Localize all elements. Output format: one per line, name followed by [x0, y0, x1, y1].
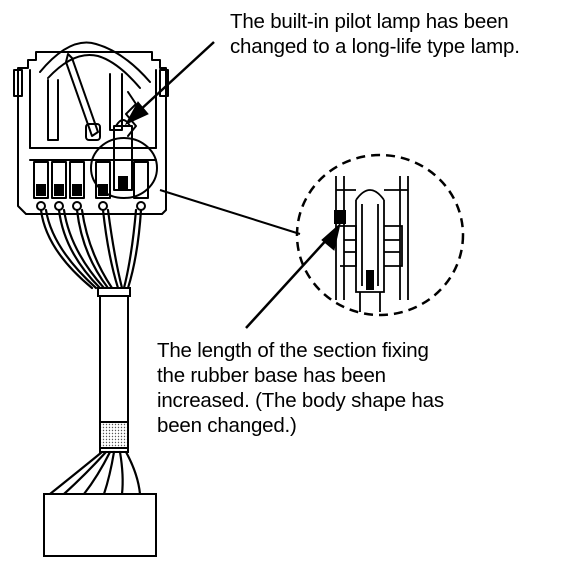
switch-left-tab [13, 69, 23, 97]
rocker-arc-inner [47, 54, 141, 89]
pilot-lamp-bulb [115, 119, 131, 127]
detail-enlargement [295, 153, 465, 317]
terminal-fill-5 [118, 176, 128, 190]
lower-wire-5 [118, 450, 124, 496]
lower-wire-1 [48, 450, 104, 496]
terminal-fill-2 [54, 184, 64, 196]
wire-3 [75, 208, 110, 290]
wire-2 [57, 208, 102, 290]
terminal-screw-4 [98, 201, 108, 211]
internal-post-right [109, 73, 123, 131]
detail-internals [335, 176, 409, 312]
wire-bundle-upper [39, 208, 143, 290]
callout-pilot-lamp-line-2: changed to a long-life type lamp. [230, 35, 520, 58]
detail-lower-terminal [359, 292, 381, 312]
cable-sheath [97, 287, 131, 453]
detail-lamp-inner [361, 204, 379, 286]
detail-circle-dashed [295, 153, 465, 317]
lever-pivot [85, 123, 101, 141]
contact-lever [65, 53, 99, 137]
lower-wire-2 [62, 450, 108, 496]
terminal-block-5 [133, 161, 149, 199]
wire-1 [39, 208, 94, 290]
terminal-screw-3 [72, 201, 82, 211]
leader-arrows [124, 41, 341, 329]
wire-5 [126, 208, 143, 290]
switch-housing-outline [17, 51, 167, 215]
callout-rubber-base-line-3: increased. (The body shape has [157, 389, 444, 412]
lower-wire-4 [102, 450, 116, 496]
callout-pilot-lamp-line-1: The built-in pilot lamp has been [230, 10, 509, 33]
wire-4 [101, 208, 120, 290]
cable-top-collar [97, 287, 131, 297]
internal-post-left [47, 79, 59, 141]
rocker-arc-outer [39, 41, 151, 83]
connector-block [43, 493, 157, 557]
detail-dark-parts [334, 210, 374, 290]
wire-2b [62, 208, 106, 290]
wire-5b [122, 208, 138, 290]
wire-1b [44, 208, 98, 290]
terminal-fill-1 [36, 184, 46, 196]
terminal-block-2 [51, 161, 67, 199]
callout-rubber-base-line-2: the rubber base has been [157, 364, 386, 387]
detail-lamp-top [355, 189, 385, 201]
detail-dark-strip [366, 270, 374, 290]
terminal-block-3 [69, 161, 85, 199]
detail-connector-line [159, 189, 301, 235]
callout-pilot-lamp: The built-in pilot lamp has been changed… [230, 9, 520, 59]
wire-4b [106, 208, 124, 290]
wire-3b [80, 208, 114, 290]
lower-wire-6 [124, 450, 142, 496]
base-arrow-head [321, 222, 341, 251]
switch-inner-frame [29, 69, 157, 149]
detail-base-section [340, 225, 357, 267]
base-arrow-line [245, 235, 331, 329]
callout-rubber-base-line-4: been changed.) [157, 414, 297, 437]
wire-bundle-lower [48, 450, 142, 496]
lower-wire-3 [82, 450, 112, 496]
lamp-arrow-head [124, 101, 149, 126]
detail-dark-block [334, 210, 346, 224]
callout-rubber-base-line-1: The length of the section fixing [157, 339, 429, 362]
detail-base-lines [344, 239, 400, 253]
internal-spring [125, 91, 137, 137]
switch-right-tab [159, 69, 169, 97]
cable-shaded-band [99, 421, 129, 449]
terminal-screw-2 [54, 201, 64, 211]
terminal-block-1 [33, 161, 49, 199]
detail-base-right [384, 225, 403, 267]
terminal-block-4 [95, 161, 111, 199]
lamp-arrow-line [137, 41, 215, 113]
terminal-screw-1 [36, 201, 46, 211]
terminal-fill-3 [72, 184, 82, 196]
terminal-screw-5 [136, 201, 146, 211]
callout-rubber-base: The length of the section fixing the rub… [157, 338, 444, 438]
detail-circle-source [90, 137, 158, 199]
cable-body [99, 295, 129, 423]
